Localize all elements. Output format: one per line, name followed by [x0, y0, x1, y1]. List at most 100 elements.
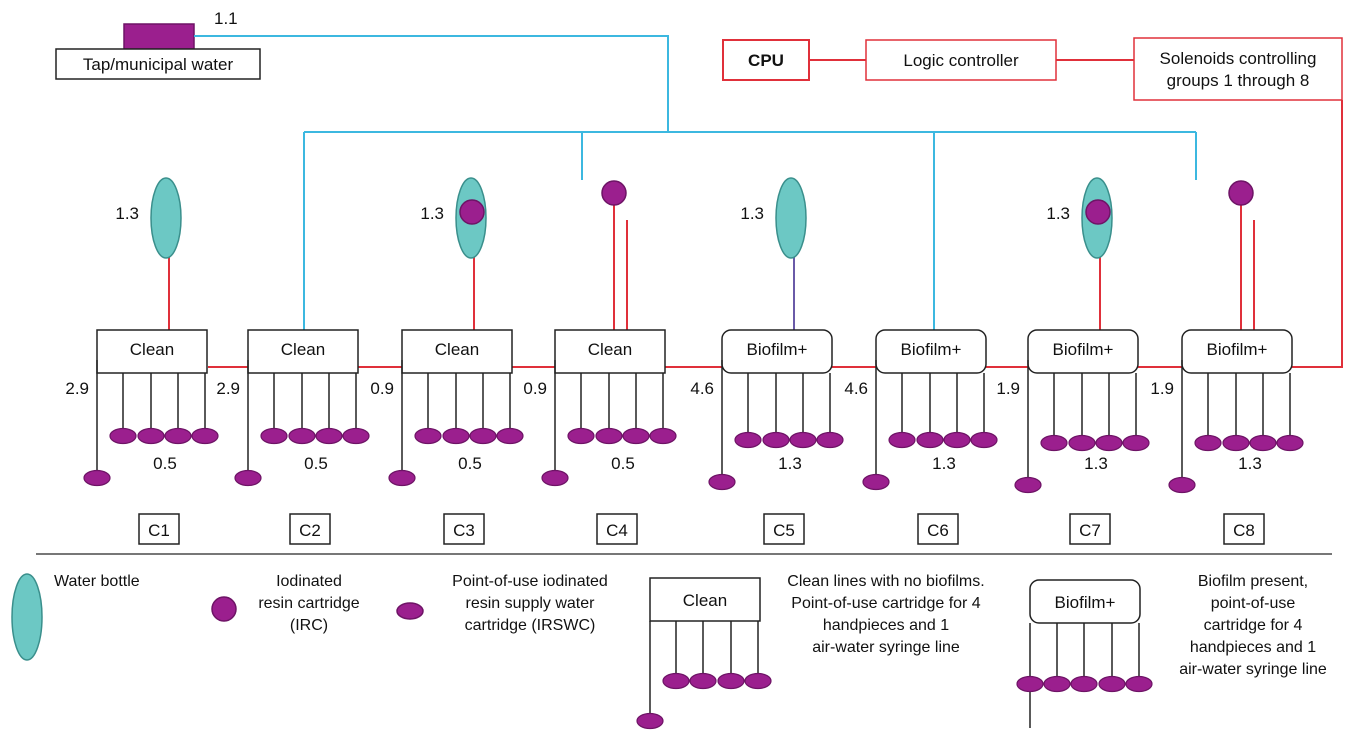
syringe-cartridge-icon [708, 473, 736, 491]
water-source-tap [123, 23, 195, 50]
irswc-cartridge-icon [342, 427, 370, 445]
status-label: Clean [130, 340, 174, 359]
bottom-value-label: 1.3 [1084, 454, 1108, 473]
legend-biofilm-box [1029, 579, 1141, 624]
legend-clean-label: Clean [683, 591, 727, 610]
irswc-cartridge-icon [1194, 434, 1222, 452]
water-source-label: Tap/municipal water [83, 55, 234, 74]
legend-irswc-icon [396, 602, 424, 620]
syringe-cartridge-icon [1014, 476, 1042, 494]
syringe-cartridge-icon [388, 469, 416, 487]
irswc-cartridge-icon [1249, 434, 1277, 452]
legend-clean-desc-line4: air-water syringe line [812, 639, 960, 656]
irswc-cartridge-icon [1122, 434, 1150, 452]
bottom-value-label: 0.5 [304, 454, 328, 473]
irswc-cartridge-icon [916, 431, 944, 449]
irswc-cartridge-icon [943, 431, 971, 449]
bottom-value-label: 1.3 [1238, 454, 1262, 473]
left-value-label: 1.9 [996, 379, 1020, 398]
unit-id-label: C8 [1233, 521, 1255, 540]
bottom-value-label: 0.5 [458, 454, 482, 473]
legend-irswc-line1: Point-of-use iodinated [452, 573, 608, 590]
unit-id-label: C2 [299, 521, 321, 540]
water-supply-lines [194, 35, 1197, 332]
water-source: Tap/municipal water 1.1 [55, 9, 261, 80]
logic-controller-label: Logic controller [903, 51, 1019, 70]
legend-biofilm-desc-line4: handpieces and 1 [1190, 639, 1316, 656]
irswc-cartridge-icon [496, 427, 524, 445]
legend-clean-box [649, 577, 761, 622]
status-box [247, 329, 359, 374]
legend-irc-line3: (IRC) [290, 617, 328, 634]
irswc-cartridge-icon [414, 427, 442, 445]
left-value-label: 2.9 [216, 379, 240, 398]
legend: Water bottle Iodinated resin cartridge (… [11, 573, 1327, 730]
irswc-cartridge-icon [164, 427, 192, 445]
irswc-cartridge-icon [288, 427, 316, 445]
irswc-cartridge-icon [260, 427, 288, 445]
legend-water-bottle-icon [11, 573, 43, 661]
bottle-value-label: 1.3 [115, 204, 139, 223]
left-value-label: 4.6 [690, 379, 714, 398]
irswc-cartridge-icon [622, 427, 650, 445]
unit-id-label: C3 [453, 521, 475, 540]
irswc-cartridge-icon [315, 427, 343, 445]
irswc-cartridge-icon [469, 427, 497, 445]
bottle-value-label: 1.3 [1046, 204, 1070, 223]
water-bottle-icon [775, 177, 807, 259]
legend-irc-line2: resin cartridge [258, 595, 359, 612]
legend-clean-desc-line2: Point-of-use cartridge for 4 [791, 595, 981, 612]
legend-biofilm-desc-line3: cartridge for 4 [1204, 617, 1303, 634]
bottom-value-label: 0.5 [153, 454, 177, 473]
syringe-cartridge-icon [862, 473, 890, 491]
syringe-cartridge-icon [234, 469, 262, 487]
unit-id-box [596, 513, 638, 545]
irswc-cartridge-icon [649, 427, 677, 445]
solenoid-bus-line [208, 100, 1343, 368]
dental-unit-c8: Biofilm+ 1.9 1.3C8 [1150, 180, 1304, 545]
legend-irswc-line3: cartridge (IRSWC) [465, 617, 596, 634]
unit-id-box [443, 513, 485, 545]
unit-id-label: C4 [606, 521, 628, 540]
legend-irc-line1: Iodinated [276, 573, 342, 590]
water-source-value: 1.1 [214, 9, 238, 28]
left-value-label: 1.9 [1150, 379, 1174, 398]
unit-id-box [1069, 513, 1111, 545]
legend-irc-icon [211, 596, 237, 622]
solenoids-box [1133, 37, 1343, 101]
water-source-box [55, 48, 261, 80]
status-box [875, 329, 987, 374]
control-chain: CPU Logic controller Solenoids controlli… [208, 37, 1343, 368]
status-box [96, 329, 208, 374]
irc-cartridge-icon [601, 180, 627, 206]
status-label: Biofilm+ [747, 340, 808, 359]
legend-biofilm-desc-line5: air-water syringe line [1179, 661, 1327, 678]
unit-id-box [917, 513, 959, 545]
dental-unit-c6: Biofilm+4.61.3C6 [844, 329, 998, 545]
bottle-value-label: 1.3 [740, 204, 764, 223]
bottom-value-label: 1.3 [778, 454, 802, 473]
left-value-label: 4.6 [844, 379, 868, 398]
irc-cartridge-icon [459, 199, 485, 225]
left-value-label: 0.9 [523, 379, 547, 398]
status-box [554, 329, 666, 374]
unit-id-label: C7 [1079, 521, 1101, 540]
legend-biofilm-label: Biofilm+ [1055, 593, 1116, 612]
irswc-cartridge-icon [137, 427, 165, 445]
status-box [401, 329, 513, 374]
legend-clean-desc-line3: handpieces and 1 [823, 617, 949, 634]
irc-cartridge-icon [1228, 180, 1254, 206]
left-value-label: 2.9 [65, 379, 89, 398]
status-label: Biofilm+ [1207, 340, 1268, 359]
irswc-cartridge-icon [1222, 434, 1250, 452]
irc-cartridge-icon [1085, 199, 1111, 225]
status-box [1181, 329, 1293, 374]
status-label: Clean [588, 340, 632, 359]
dental-units: 1.3Clean2.90.5C1Clean2.90.5C21.3Clean0.9… [65, 177, 1304, 545]
solenoids-label-line1: Solenoids controlling [1160, 49, 1317, 68]
